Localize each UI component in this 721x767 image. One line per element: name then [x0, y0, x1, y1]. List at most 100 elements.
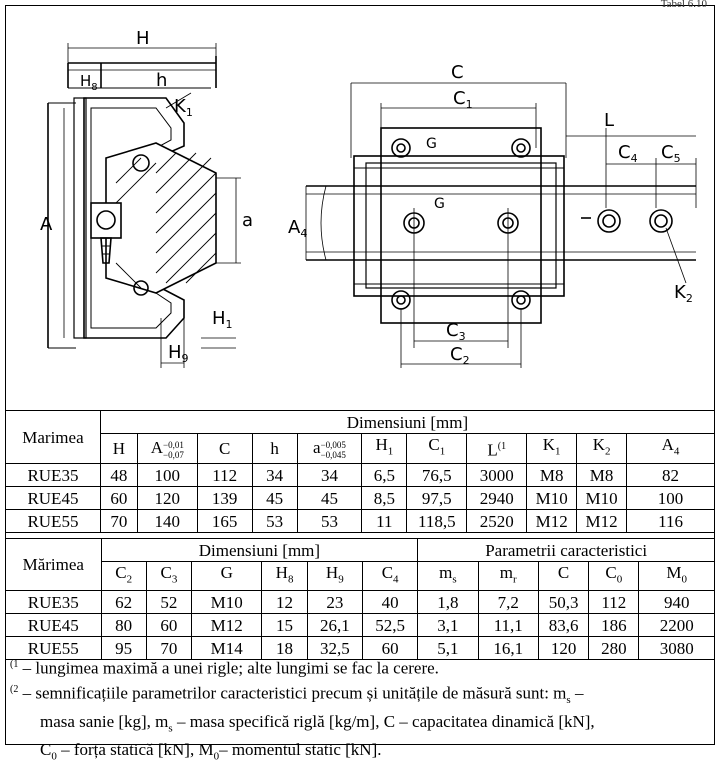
- value-cell: 80: [100, 613, 147, 638]
- value-cell: 52,5: [361, 613, 419, 638]
- value-cell: 34: [251, 463, 298, 487]
- technical-drawing: H H8 h K1 A a H1 H9 C C1 L C4 C5 G G A4 …: [40, 28, 697, 368]
- value-cell: 97,5: [406, 486, 468, 510]
- col-header: C3: [145, 560, 193, 592]
- value-cell: 11,1: [477, 613, 539, 638]
- footnote-2-line-2: masa sanie [kg], ms – masa specifică rig…: [40, 711, 595, 735]
- label-K2: K2: [674, 282, 693, 305]
- page-label: Tabel 6.10: [660, 0, 707, 10]
- col-header: H8: [261, 560, 308, 592]
- size-cell: RUE45: [5, 486, 101, 510]
- col-header: G: [191, 560, 263, 592]
- right-top-view: [305, 82, 697, 368]
- value-cell: 100: [136, 463, 198, 487]
- col-H1: H1: [361, 433, 408, 464]
- value-cell: M12: [191, 613, 263, 638]
- value-cell: 120: [136, 486, 198, 510]
- col-header: H9: [306, 560, 363, 592]
- label-C: C: [451, 62, 464, 83]
- size-cell: RUE55: [5, 509, 101, 533]
- value-cell: 5,1: [417, 636, 479, 661]
- value-cell: 12: [261, 590, 308, 615]
- label-C5: C5: [661, 142, 681, 165]
- col-a: a−0,005−0,045: [296, 433, 363, 464]
- col-header: C2: [100, 560, 147, 592]
- value-cell: 70: [99, 509, 138, 533]
- value-cell: 45: [251, 486, 298, 510]
- label-C4: C4: [618, 142, 638, 165]
- value-cell: 100: [626, 486, 715, 510]
- value-cell: 40: [361, 590, 419, 615]
- value-cell: 116: [626, 509, 715, 533]
- value-cell: 3000: [466, 463, 528, 487]
- size-header: Marimea: [5, 410, 101, 464]
- size-cell: RUE55: [5, 636, 102, 661]
- col-header: C: [537, 560, 590, 592]
- value-cell: 50,3: [537, 590, 590, 615]
- label-H8: H8: [80, 72, 98, 93]
- col-header: C4: [361, 560, 419, 592]
- value-cell: M12: [526, 509, 578, 533]
- group-dims: Dimensiuni [mm]: [100, 538, 419, 562]
- value-cell: 95: [100, 636, 147, 661]
- value-cell: 112: [196, 463, 253, 487]
- value-cell: 52: [145, 590, 193, 615]
- col-header: C0: [588, 560, 640, 592]
- value-cell: 53: [296, 509, 363, 533]
- value-cell: 2940: [466, 486, 528, 510]
- value-cell: M8: [526, 463, 578, 487]
- value-cell: 11: [361, 509, 408, 533]
- col-C1: C1: [406, 433, 468, 464]
- footnote-2: (2 – semnificațiile parametrilor caracte…: [10, 683, 584, 706]
- value-cell: 16,1: [477, 636, 539, 661]
- label-A: A: [40, 214, 53, 235]
- col-C: C: [196, 433, 253, 464]
- value-cell: M14: [191, 636, 263, 661]
- col-H: H: [99, 433, 138, 464]
- label-C2: C2: [450, 344, 470, 367]
- col-header: M0: [638, 560, 715, 592]
- label-C1: C1: [453, 88, 473, 111]
- label-H: H: [136, 28, 150, 49]
- value-cell: 45: [296, 486, 363, 510]
- footnote-1: (1 – lungimea maximă a unei rigle; alte …: [10, 658, 439, 678]
- size-cell: RUE35: [5, 590, 102, 615]
- value-cell: 60: [99, 486, 138, 510]
- label-K1: K1: [174, 96, 193, 119]
- group-header: Dimensiuni [mm]: [99, 410, 716, 434]
- value-cell: 940: [638, 590, 715, 615]
- col-K1: K1: [526, 433, 578, 464]
- page-frame: [5, 5, 715, 745]
- value-cell: 76,5: [406, 463, 468, 487]
- value-cell: 118,5: [406, 509, 468, 533]
- label-C3: C3: [446, 320, 466, 343]
- value-cell: M12: [576, 509, 628, 533]
- value-cell: 60: [145, 613, 193, 638]
- value-cell: 26,1: [306, 613, 363, 638]
- left-section-view: [47, 43, 241, 368]
- value-cell: 82: [626, 463, 715, 487]
- value-cell: 112: [588, 590, 640, 615]
- dimensions-table-2: Mărimea Dimensiuni [mm] Parametrii carac…: [5, 537, 715, 661]
- col-header: mr: [477, 560, 539, 592]
- value-cell: 3,1: [417, 613, 479, 638]
- size-cell: RUE45: [5, 613, 102, 638]
- col-L: L(1: [466, 433, 528, 464]
- value-cell: 34: [296, 463, 363, 487]
- value-cell: 280: [588, 636, 640, 661]
- dimensions-table-1: Marimea Dimensiuni [mm] H A−0,01−0,07 C …: [5, 410, 716, 533]
- label-G-top: G: [426, 136, 437, 152]
- value-cell: 83,6: [537, 613, 590, 638]
- value-cell: M10: [576, 486, 628, 510]
- value-cell: 60: [361, 636, 419, 661]
- col-A4: A4: [626, 433, 715, 464]
- value-cell: 70: [145, 636, 193, 661]
- label-h: h: [156, 70, 167, 91]
- col-A: A−0,01−0,07: [136, 433, 198, 464]
- value-cell: 48: [99, 463, 138, 487]
- value-cell: 32,5: [306, 636, 363, 661]
- value-cell: 7,2: [477, 590, 539, 615]
